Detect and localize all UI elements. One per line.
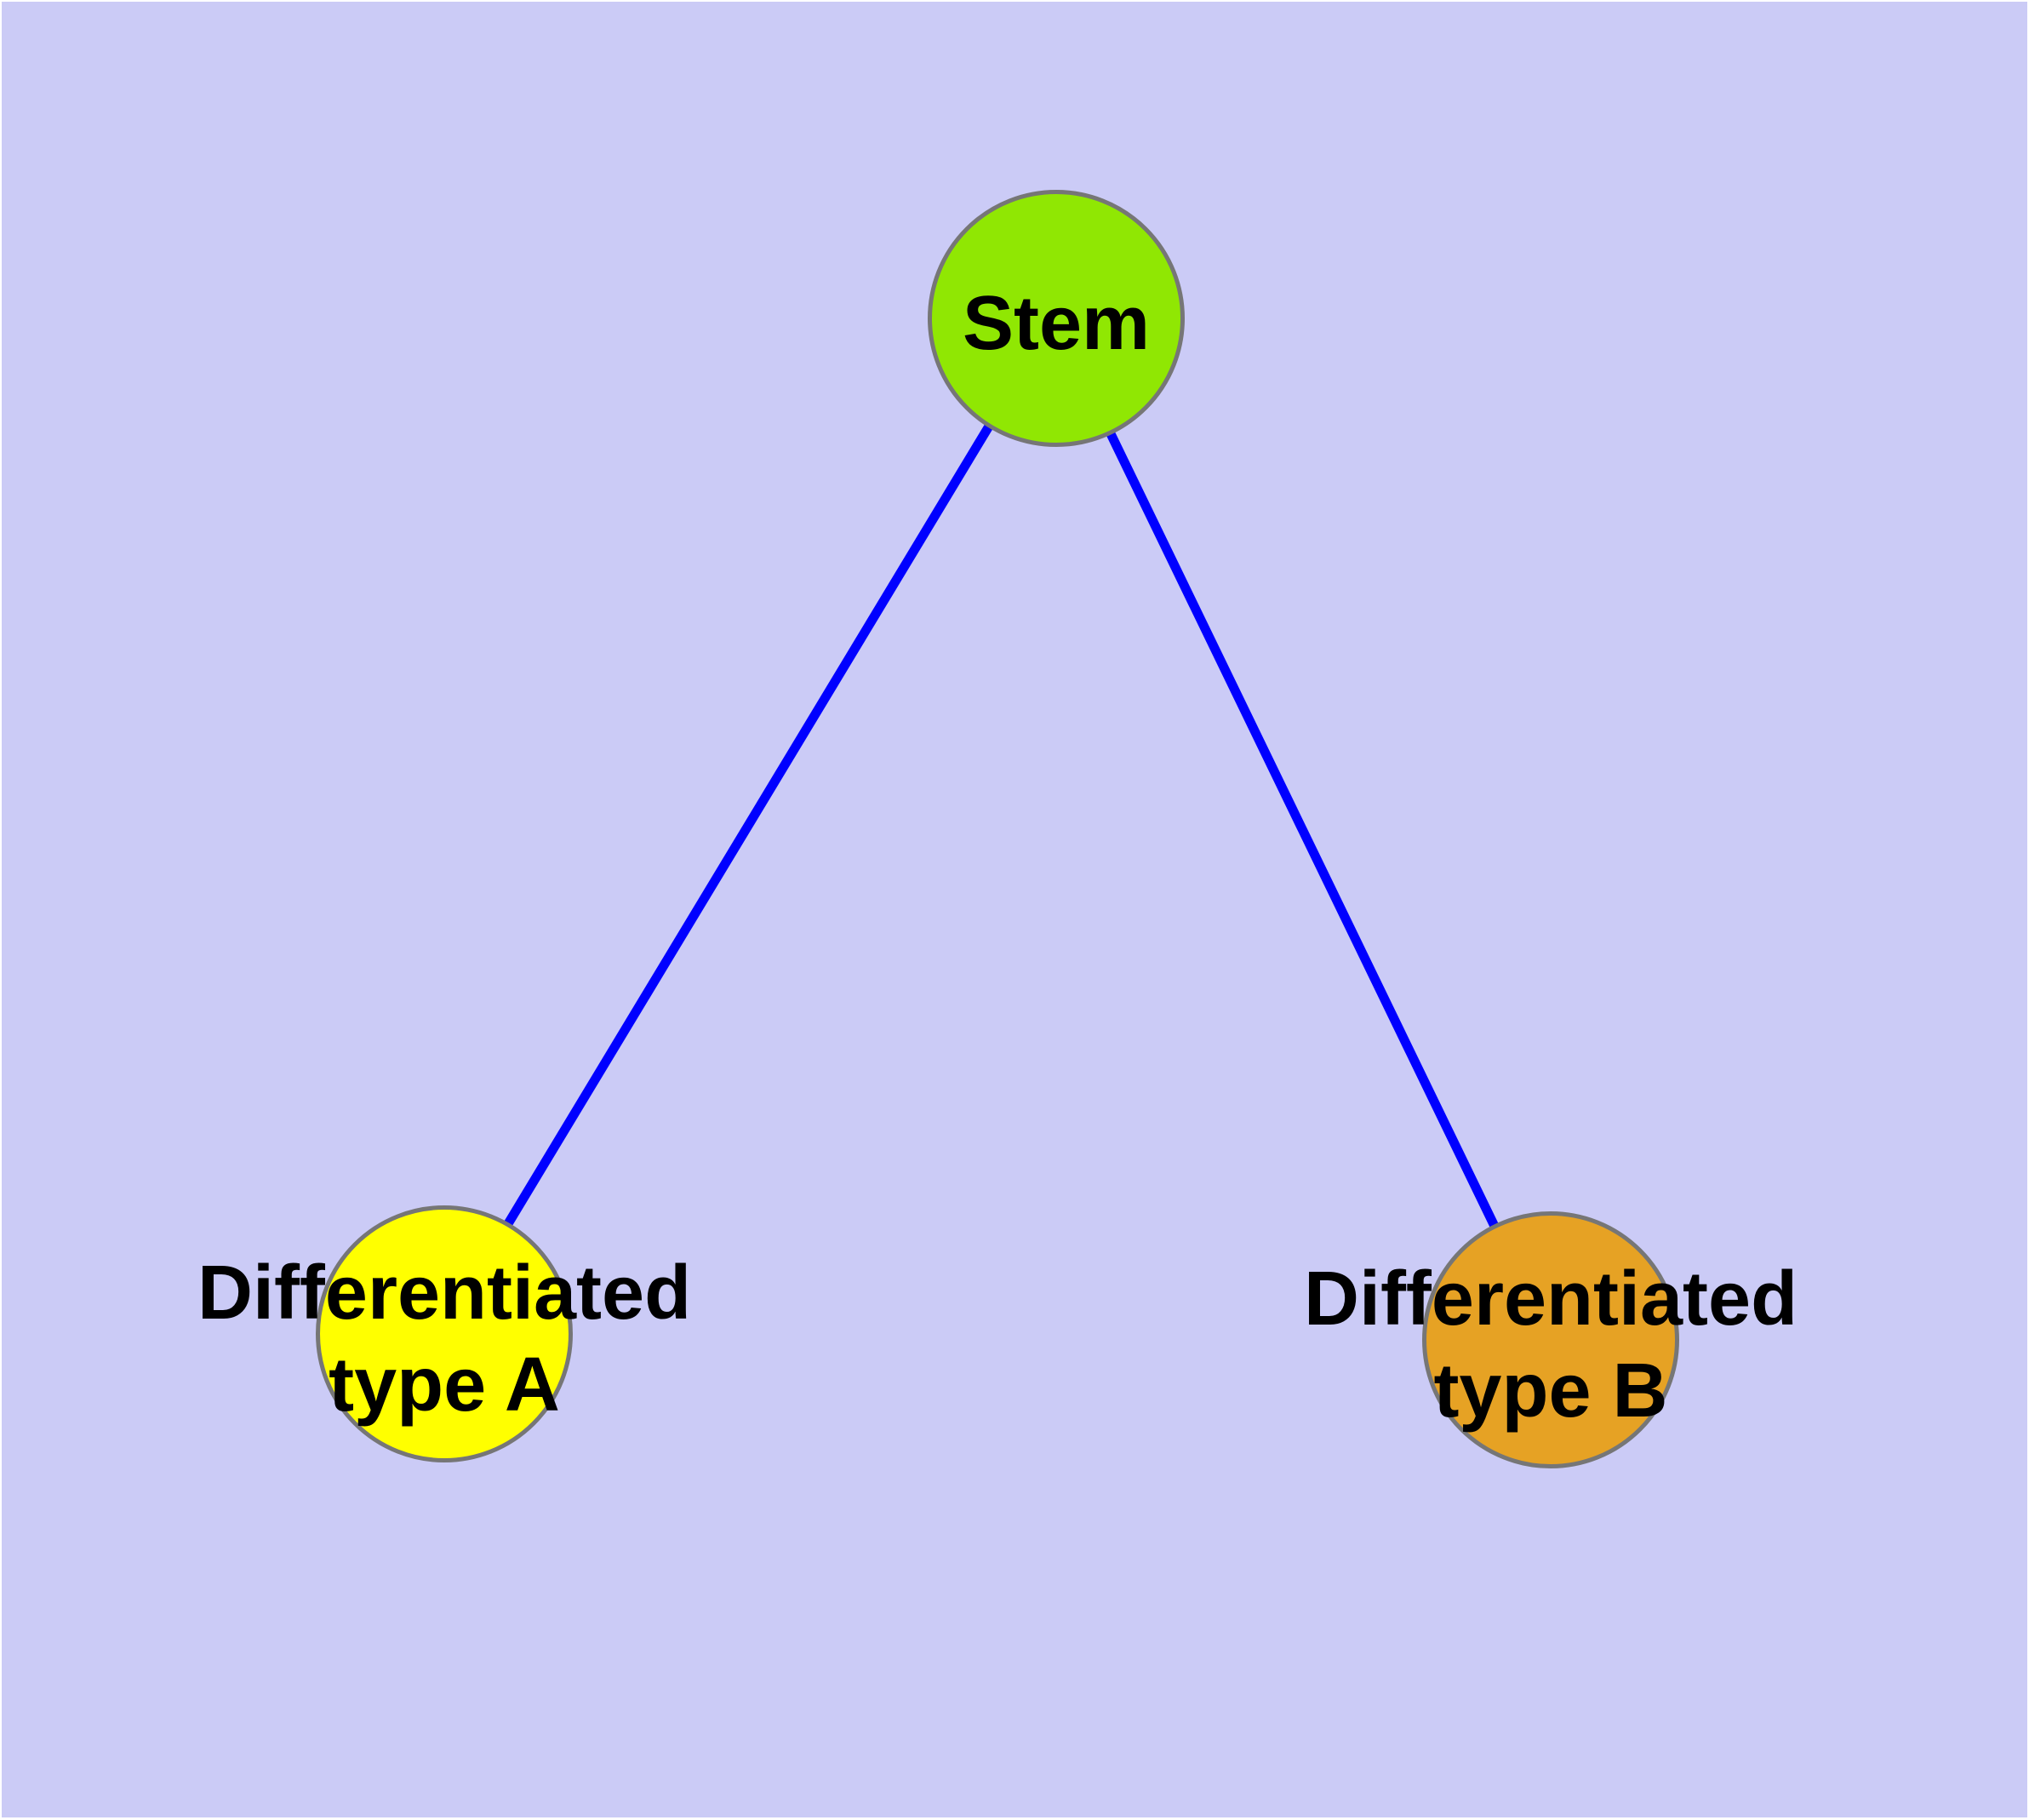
node-label-stem: Stem — [963, 278, 1150, 369]
edge-stem-to-differentiated-type-b — [1049, 315, 1552, 1339]
edge-stem-to-differentiated-type-a — [439, 315, 1059, 1334]
node-label-line: type A — [329, 1342, 560, 1428]
node-label-line: Differentiated — [1303, 1256, 1798, 1342]
node-label-line: type B — [1433, 1348, 1668, 1434]
node-label-line: Differentiated — [197, 1251, 692, 1336]
node-stem — [928, 190, 1185, 447]
node-differentiated-type-b — [1422, 1211, 1679, 1468]
node-label-line: Stem — [962, 281, 1151, 366]
node-differentiated-type-a — [316, 1205, 573, 1462]
